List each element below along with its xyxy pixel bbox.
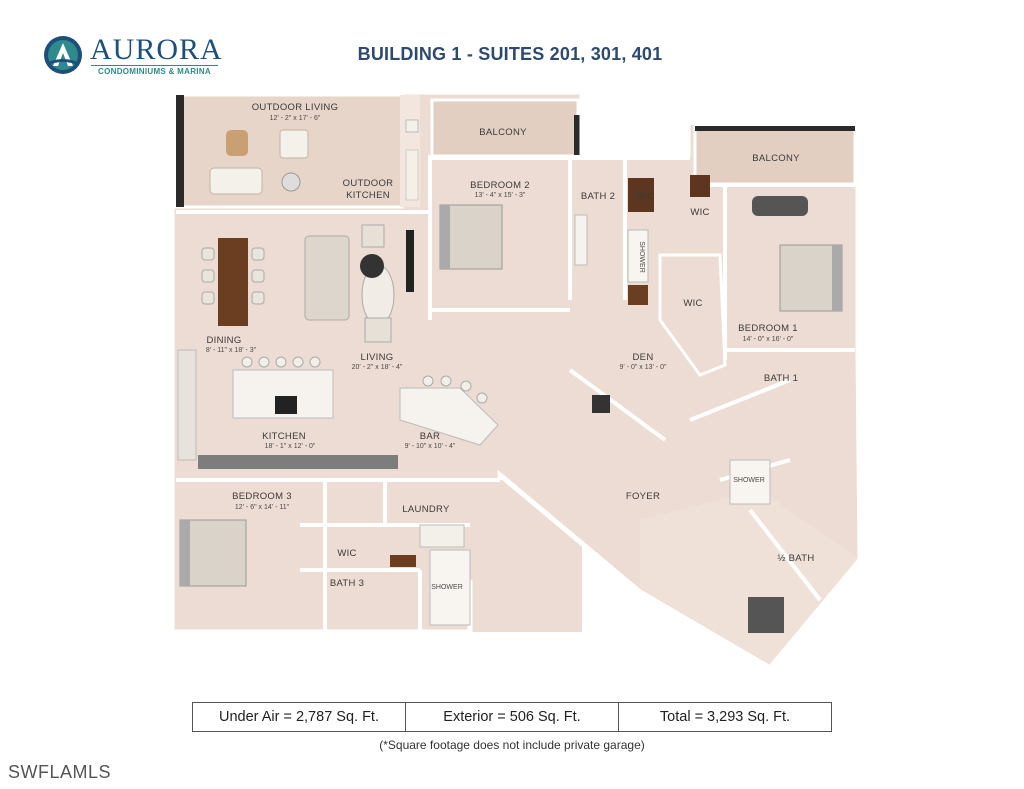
interior-walls — [176, 155, 855, 630]
kitchen-furniture — [177, 349, 499, 469]
footnote: (*Square footage does not include privat… — [379, 738, 645, 752]
living-dims: 20' - 2" x 18' - 4" — [352, 364, 403, 371]
bedroom-2-dims: 13' - 4" x 15' - 3" — [475, 192, 526, 199]
outdoor-furniture — [209, 119, 419, 201]
logo-name: AURORA — [90, 33, 223, 66]
balcony-1-label: BALCONY — [479, 127, 527, 138]
bedroom-2-label: BEDROOM 2 — [470, 180, 530, 191]
wic-4-label: WIC — [337, 548, 356, 559]
den-dims: 9' - 0" x 13' - 0" — [620, 364, 667, 371]
logo-subtitle: CONDOMINIUMS & MARINA — [91, 65, 218, 76]
bar-label: BAR — [420, 431, 440, 442]
laundry-label: LAUNDRY — [402, 504, 450, 515]
foyer-label: FOYER — [626, 491, 660, 502]
dining-table — [201, 238, 265, 326]
kitchen-label: KITCHEN — [262, 431, 306, 442]
outdoor-living-label: OUTDOOR LIVING — [252, 102, 339, 113]
beds — [179, 204, 843, 587]
bar-dims: 9' - 10" x 10' - 4" — [405, 443, 456, 450]
bedroom-3-label: BEDROOM 3 — [232, 491, 292, 502]
bedroom-3-dims: 12' - 6" x 14' - 11" — [235, 504, 290, 511]
mls-watermark: SWFLAMLS — [8, 762, 112, 782]
living-furniture — [304, 224, 414, 343]
living-label: LIVING — [361, 352, 394, 363]
exterior-cell: Exterior = 506 Sq. Ft. — [406, 703, 619, 731]
dining-dims: 8' - 11" x 18' - 3" — [206, 347, 257, 354]
floor-plan: OUTDOOR LIVING 12' - 2" x 17' - 6" BALCO… — [172, 92, 860, 665]
page-title: BUILDING 1 - SUITES 201, 301, 401 — [357, 44, 663, 64]
outdoor-kitchen-label-2: KITCHEN — [346, 190, 390, 201]
shower-3-label: SHOWER — [431, 584, 463, 591]
square-footage-table: Under Air = 2,787 Sq. Ft. Exterior = 506… — [192, 702, 832, 732]
bath-1-label: BATH 1 — [764, 373, 798, 384]
wic-1-label: WIC — [635, 191, 654, 202]
bath-fixtures — [390, 175, 808, 633]
outdoor-living-dims: 12' - 2" x 17' - 6" — [270, 115, 321, 122]
kitchen-dims: 18' - 1" x 12' - 0" — [265, 443, 316, 450]
shower-2-label: SHOWER — [733, 477, 765, 484]
dining-label: DINING — [206, 335, 241, 346]
outdoor-kitchen-label-1: OUTDOOR — [343, 178, 394, 189]
shower-1-label: SHOWER — [638, 241, 645, 273]
bedroom-1-label: BEDROOM 1 — [738, 323, 798, 334]
half-bath-label: ½ BATH — [778, 553, 815, 564]
wic-3-label: WIC — [683, 298, 702, 309]
aurora-logo: AURORA CONDOMINIUMS & MARINA — [42, 34, 232, 80]
bedroom-1-dims: 14' - 0" x 16' - 0" — [743, 336, 794, 343]
bath-3-label: BATH 3 — [330, 578, 364, 589]
den-label: DEN — [633, 352, 654, 363]
total-cell: Total = 3,293 Sq. Ft. — [659, 709, 791, 725]
balcony-2-label: BALCONY — [752, 153, 800, 164]
wic-2-label: WIC — [690, 207, 709, 218]
aurora-emblem-icon — [44, 36, 82, 74]
room-labels: OUTDOOR LIVING 12' - 2" x 17' - 6" BALCO… — [206, 102, 815, 591]
bath-2-label: BATH 2 — [581, 191, 615, 202]
balcony-1-area — [430, 98, 580, 158]
under-air-cell: Under Air = 2,787 Sq. Ft. — [193, 703, 406, 731]
